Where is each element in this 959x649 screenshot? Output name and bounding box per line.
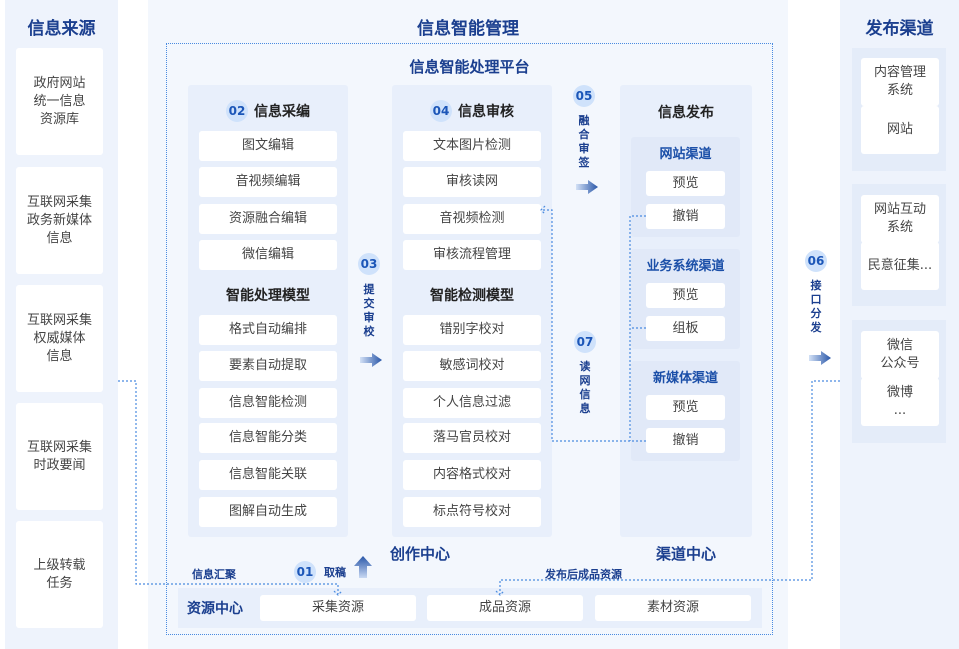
resource-item[interactable]: 素材资源 (595, 595, 751, 621)
step-number: 02 (226, 100, 248, 122)
step-03: 03 (358, 253, 380, 275)
step-07: 07 (574, 331, 596, 353)
channel-card: 民意征集... (861, 242, 939, 290)
model-item[interactable]: 落马官员校对 (403, 423, 541, 453)
step-number: 03 (358, 253, 380, 275)
model-item[interactable]: 个人信息过滤 (403, 388, 541, 418)
source-card: 互联网采集 权威媒体 信息 (16, 285, 103, 392)
step-03-label: 提交审校 (363, 283, 375, 338)
function-item[interactable]: 音视频编辑 (199, 167, 337, 197)
platform-title: 信息智能处理平台 (409, 58, 530, 76)
detection-model-title: 智能检测模型 (430, 288, 514, 304)
channel-card: 微信 公众号 (861, 331, 939, 379)
step-07-label: 读网信息 (579, 360, 591, 415)
publish-title: 信息发布 (658, 105, 714, 121)
model-item[interactable]: 信息智能关联 (199, 460, 337, 490)
function-item[interactable]: 审核读网 (403, 167, 541, 197)
processing-model-title: 智能处理模型 (226, 288, 310, 304)
step-06-label: 接口分发 (810, 279, 822, 334)
function-item[interactable]: 资源融合编辑 (199, 204, 337, 234)
model-item[interactable]: 要素自动提取 (199, 351, 337, 381)
model-item[interactable]: 标点符号校对 (403, 497, 541, 527)
channel-action-button[interactable]: 预览 (646, 395, 725, 420)
channel-action-button[interactable]: 预览 (646, 283, 725, 308)
channel-subgroup-title: 业务系统渠道 (646, 259, 725, 274)
model-item[interactable]: 格式自动编排 (199, 315, 337, 345)
function-item[interactable]: 文本图片检测 (403, 131, 541, 161)
channel-card: 内容管理 系统 (861, 58, 939, 106)
publish-channel-title: 发布渠道 (865, 19, 934, 39)
channel-action-button[interactable]: 撤销 (646, 204, 725, 229)
platform-box (166, 43, 773, 635)
channel-card: 微博 ... (861, 378, 939, 426)
step-number: 07 (574, 331, 596, 353)
model-item[interactable]: 内容格式校对 (403, 460, 541, 490)
step-number: 04 (430, 100, 452, 122)
info-gather-label: 信息汇聚 (192, 568, 236, 581)
info-management-title: 信息智能管理 (417, 19, 519, 39)
creation-center-label: 创作中心 (389, 545, 450, 563)
fetch-label: 取稿 (324, 566, 346, 579)
resource-item[interactable]: 成品资源 (427, 595, 583, 621)
function-item[interactable]: 审核流程管理 (403, 240, 541, 270)
step-number: 01 (294, 561, 316, 583)
published-resource-label: 发布后成品资源 (545, 568, 622, 581)
channel-card: 网站互动 系统 (861, 195, 939, 243)
channel-subgroup-title: 网站渠道 (659, 147, 712, 162)
resource-item[interactable]: 采集资源 (260, 595, 416, 621)
step-number: 05 (573, 85, 595, 107)
step-05-label: 融合审签 (578, 114, 590, 169)
step-06: 06 (805, 250, 827, 272)
step-05: 05 (573, 85, 595, 107)
model-item[interactable]: 信息智能检测 (199, 388, 337, 418)
info-source-title: 信息来源 (27, 19, 96, 39)
review-title: 信息审核 (458, 104, 514, 120)
function-item[interactable]: 图文编辑 (199, 131, 337, 161)
editing-header: 02 信息采编 (188, 100, 348, 122)
channel-center-label: 渠道中心 (655, 545, 716, 563)
resource-center-title: 资源中心 (187, 601, 243, 617)
up-arrow-icon (354, 556, 372, 578)
step-number: 06 (805, 250, 827, 272)
review-header: 04 信息审核 (392, 100, 552, 122)
source-card: 政府网站 统一信息 资源库 (16, 48, 103, 155)
model-item[interactable]: 信息智能分类 (199, 423, 337, 453)
editing-title: 信息采编 (254, 104, 310, 120)
channel-subgroup-title: 新媒体渠道 (652, 371, 718, 386)
model-item[interactable]: 图解自动生成 (199, 497, 337, 527)
channel-action-button[interactable]: 撤销 (646, 428, 725, 453)
model-item[interactable]: 错别字校对 (403, 315, 541, 345)
channel-card: 网站 (861, 106, 939, 154)
model-item[interactable]: 敏感词校对 (403, 351, 541, 381)
function-item[interactable]: 微信编辑 (199, 240, 337, 270)
channel-action-button[interactable]: 组板 (646, 316, 725, 341)
source-card: 互联网采集 政务新媒体 信息 (16, 167, 103, 274)
channel-action-button[interactable]: 预览 (646, 171, 725, 196)
source-card: 上级转载 任务 (16, 521, 103, 628)
step-01: 01 取稿 (294, 561, 346, 583)
source-card: 互联网采集 时政要闻 (16, 403, 103, 510)
function-item[interactable]: 音视频检测 (403, 204, 541, 234)
